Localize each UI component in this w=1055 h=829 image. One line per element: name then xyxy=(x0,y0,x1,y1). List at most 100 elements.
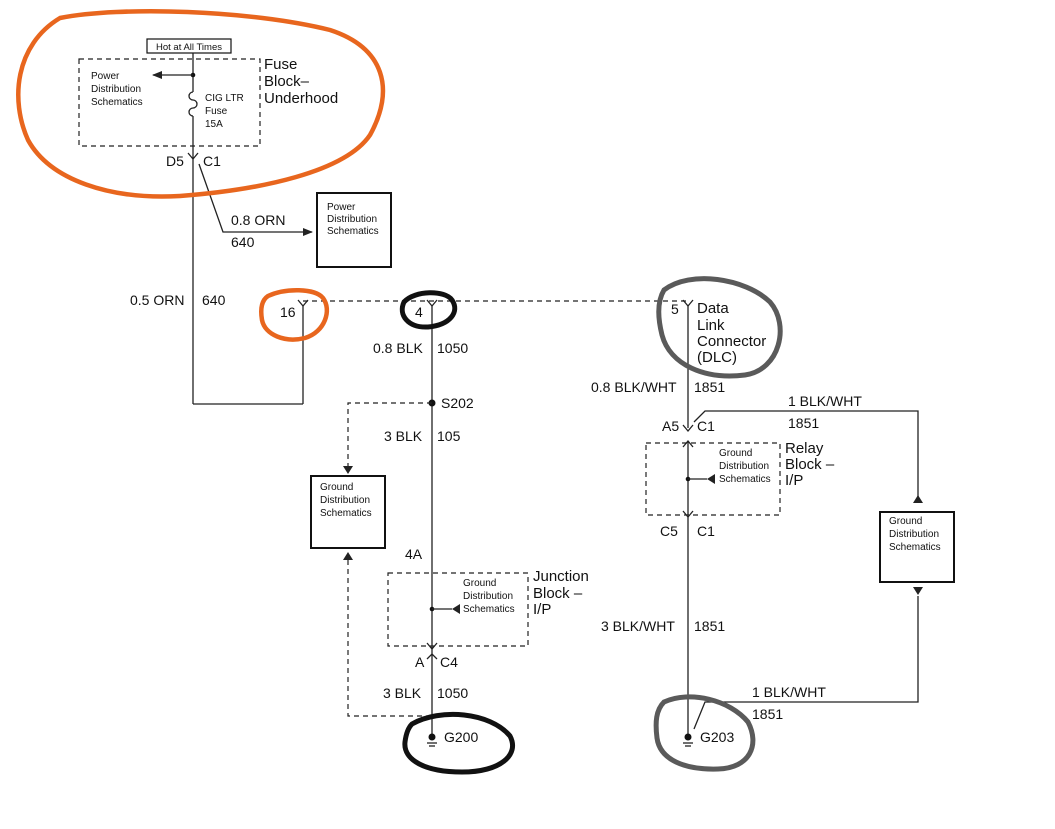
junction-ground-dist-2: Distribution xyxy=(463,591,513,602)
fuse-block-underhood: Hot at All Times Power Distribution Sche… xyxy=(78,38,338,169)
splice-s202: S202 xyxy=(441,395,474,411)
fuse-power-dist-3: Schematics xyxy=(91,97,143,108)
dlc-pin-16: 16 xyxy=(280,304,296,320)
junction-block-ip: 4A Ground Distribution Schematics Juncti… xyxy=(387,546,589,670)
data-link-connector: 16 4 5 Data Link Connector (DLC) xyxy=(280,299,766,366)
power-dist-box-2: Distribution xyxy=(327,214,377,225)
ground-left-up-arrow-icon xyxy=(343,552,353,560)
circuit-1851: 0.8 BLK/WHT 1851 1 BLK/WHT 1851 xyxy=(591,306,923,503)
relay-block-ip: A5 C1 Ground Distribution Schematics Rel… xyxy=(645,418,835,539)
junction-title-2: Block – xyxy=(533,585,583,602)
gray-markup-dlc xyxy=(656,276,783,379)
junction-title-3: I/P xyxy=(533,601,551,618)
relay-title-2: Block – xyxy=(785,456,835,473)
w1050-top-circuit: 1050 xyxy=(437,340,468,356)
relay-title-1: Relay xyxy=(785,440,824,457)
power-dist-box-3: Schematics xyxy=(327,226,379,237)
fuse-word: Fuse xyxy=(205,106,228,117)
power-dist-box-rect[interactable] xyxy=(316,192,392,268)
ground-dist-left-2: Distribution xyxy=(320,495,370,506)
ground-left-down-arrow-icon xyxy=(343,466,353,474)
junction-title-1: Junction xyxy=(533,568,589,585)
dlc-pin-5: 5 xyxy=(671,301,679,317)
orange-markup-pin16 xyxy=(259,288,330,342)
dlc-title-4: (DLC) xyxy=(697,349,737,366)
junction-ground-dist-1: Ground xyxy=(463,578,496,589)
pin-d5: D5 xyxy=(166,153,184,169)
junction-block-outline xyxy=(387,572,529,647)
ground-left-dashed-return xyxy=(347,560,432,717)
ground-g200-label: G200 xyxy=(444,729,478,745)
ground-dist-right-2: Distribution xyxy=(889,529,939,540)
junction-ground-dist-3: Schematics xyxy=(463,604,515,615)
ground-right-up-arrow-icon xyxy=(913,495,923,503)
wire-1851-branch xyxy=(693,410,919,500)
ground-g203: 3 BLK/WHT 1851 1 BLK/WHT 1851 G203 xyxy=(601,517,923,747)
junction-c4-connector-icon xyxy=(426,653,438,660)
relay-title-3: I/P xyxy=(785,472,803,489)
ground-g203-label: G203 xyxy=(700,729,734,745)
ground-dist-right-3: Schematics xyxy=(889,542,941,553)
relay-pin-c5: C5 xyxy=(660,523,678,539)
relay-connector-c1-out: C1 xyxy=(697,523,715,539)
g203-ground-icon xyxy=(684,733,692,741)
w640-gauge: 0.5 ORN xyxy=(130,292,184,308)
fuse-power-dist-1: Power xyxy=(91,71,120,82)
dlc-title-2: Link xyxy=(697,317,725,334)
dlc-pin-4: 4 xyxy=(415,304,423,320)
junction-pin-4a: 4A xyxy=(405,546,423,562)
ground-distribution-left[interactable]: Ground Distribution Schematics xyxy=(310,475,386,549)
fuse-block-title-3: Underhood xyxy=(264,90,338,107)
w640-branch-gauge: 0.8 ORN xyxy=(231,212,285,228)
gray-markup-g203 xyxy=(653,694,756,772)
w640-circuit: 640 xyxy=(202,292,226,308)
ground-dist-left-1: Ground xyxy=(320,482,353,493)
fuse-power-dist-2: Distribution xyxy=(91,84,141,95)
s202-dashed-branch xyxy=(347,402,432,466)
w1851-b-gauge: 1 BLK/WHT xyxy=(788,393,862,409)
relay-ground-dist-3: Schematics xyxy=(719,474,771,485)
g200-ground-icon xyxy=(428,733,436,741)
black-markup-pin4 xyxy=(399,290,458,330)
fuse-rating: 15A xyxy=(205,119,223,130)
junction-pin-a: A xyxy=(415,654,425,670)
relay-connector-c1-in: C1 xyxy=(697,418,715,434)
ground-dist-left-box[interactable] xyxy=(310,475,386,549)
hot-at-all-times-label: Hot at All Times xyxy=(156,42,222,53)
junction-ground-arrow-icon xyxy=(452,604,460,614)
circuit-640: 0.8 ORN 640 0.5 ORN 640 xyxy=(130,159,313,405)
w1050-bot-circuit: 1050 xyxy=(437,685,468,701)
black-markup-g200 xyxy=(402,711,515,775)
dlc-title-3: Connector xyxy=(697,333,766,350)
connector-c1-fuse: C1 xyxy=(203,153,221,169)
ground-g200: 3 BLK 1050 G200 xyxy=(383,660,478,747)
power-distribution-box[interactable]: Power Distribution Schematics xyxy=(316,192,392,268)
orange-markup-fuse-block xyxy=(16,9,386,199)
wire-1851-return xyxy=(693,596,919,730)
w1851-a-gauge: 0.8 BLK/WHT xyxy=(591,379,677,395)
fuse-name: CIG LTR xyxy=(205,93,244,104)
ground-dist-left-3: Schematics xyxy=(320,508,372,519)
fuse-block-title-2: Block– xyxy=(264,73,310,90)
w1050-bot-gauge: 3 BLK xyxy=(383,685,422,701)
circuit-1050: 0.8 BLK 1050 S202 3 BLK 105 xyxy=(343,306,474,717)
dlc-title-1: Data xyxy=(697,300,729,317)
w1851-c-gauge: 3 BLK/WHT xyxy=(601,618,675,634)
wire-640-branch xyxy=(198,163,313,236)
w1851-c-circuit: 1851 xyxy=(694,618,725,634)
relay-pin-a5: A5 xyxy=(662,418,679,434)
ground-dist-right-box[interactable] xyxy=(879,511,955,583)
w1851-a-circuit: 1851 xyxy=(694,379,725,395)
w1851-d-circuit: 1851 xyxy=(752,706,783,722)
relay-ground-arrow-icon xyxy=(707,474,715,484)
hot-at-all-times-box xyxy=(146,38,232,54)
relay-ground-dist-2: Distribution xyxy=(719,461,769,472)
ground-dist-right-1: Ground xyxy=(889,516,922,527)
w1851-d-gauge: 1 BLK/WHT xyxy=(752,684,826,700)
relay-ground-dist-1: Ground xyxy=(719,448,752,459)
fuse-block-title-1: Fuse xyxy=(264,56,297,73)
ground-distribution-right[interactable]: Ground Distribution Schematics xyxy=(879,511,955,583)
junction-out-connector-icon xyxy=(426,642,438,651)
